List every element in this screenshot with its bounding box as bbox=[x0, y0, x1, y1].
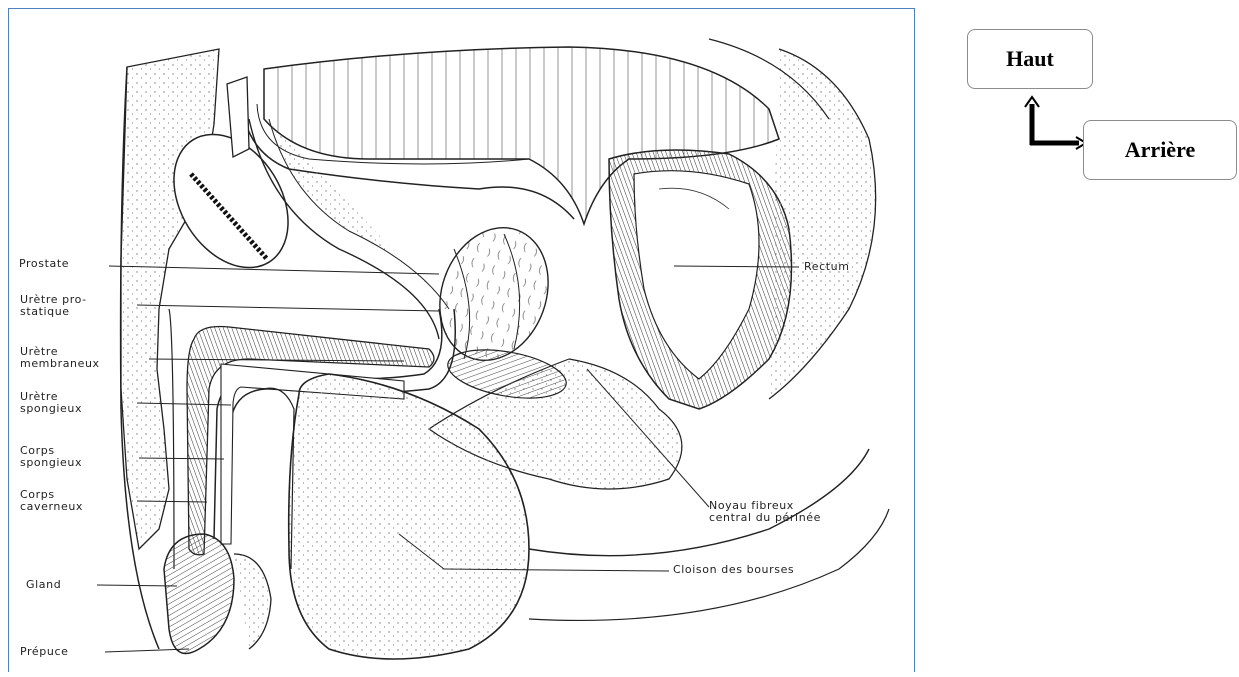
label-uretre-spongieux-2: spongieux bbox=[20, 403, 82, 414]
orientation-up-box: Haut bbox=[967, 29, 1093, 89]
label-corps-spongieux-2: spongieux bbox=[20, 457, 82, 468]
label-prostate: Prostate bbox=[19, 258, 69, 269]
label-uretre-prostatique-2: statique bbox=[20, 306, 70, 317]
label-corps-spongieux-1: Corps bbox=[20, 445, 55, 456]
label-uretre-membraneux-2: membraneux bbox=[20, 358, 100, 369]
orientation-arrow-icon bbox=[1019, 95, 1089, 155]
label-uretre-prostatique-1: Urètre pro- bbox=[20, 294, 87, 305]
anatomy-figure: Prostate Urètre pro- statique Urètre mem… bbox=[8, 8, 915, 672]
label-gland: Gland bbox=[26, 579, 61, 590]
glans bbox=[164, 534, 271, 654]
label-corps-caverneux-2: caverneux bbox=[20, 501, 83, 512]
orientation-back-box: Arrière bbox=[1083, 120, 1237, 180]
label-cloison: Cloison des bourses bbox=[673, 564, 794, 575]
label-corps-caverneux-1: Corps bbox=[20, 489, 55, 500]
label-uretre-membraneux-1: Urètre bbox=[20, 346, 58, 357]
rectum bbox=[609, 150, 792, 409]
label-noyau-2: central du périnée bbox=[709, 512, 821, 523]
label-rectum: Rectum bbox=[804, 261, 850, 272]
label-prepuce: Prépuce bbox=[20, 646, 68, 657]
label-noyau-1: Noyau fibreux bbox=[709, 500, 794, 511]
label-uretre-spongieux-1: Urètre bbox=[20, 391, 58, 402]
